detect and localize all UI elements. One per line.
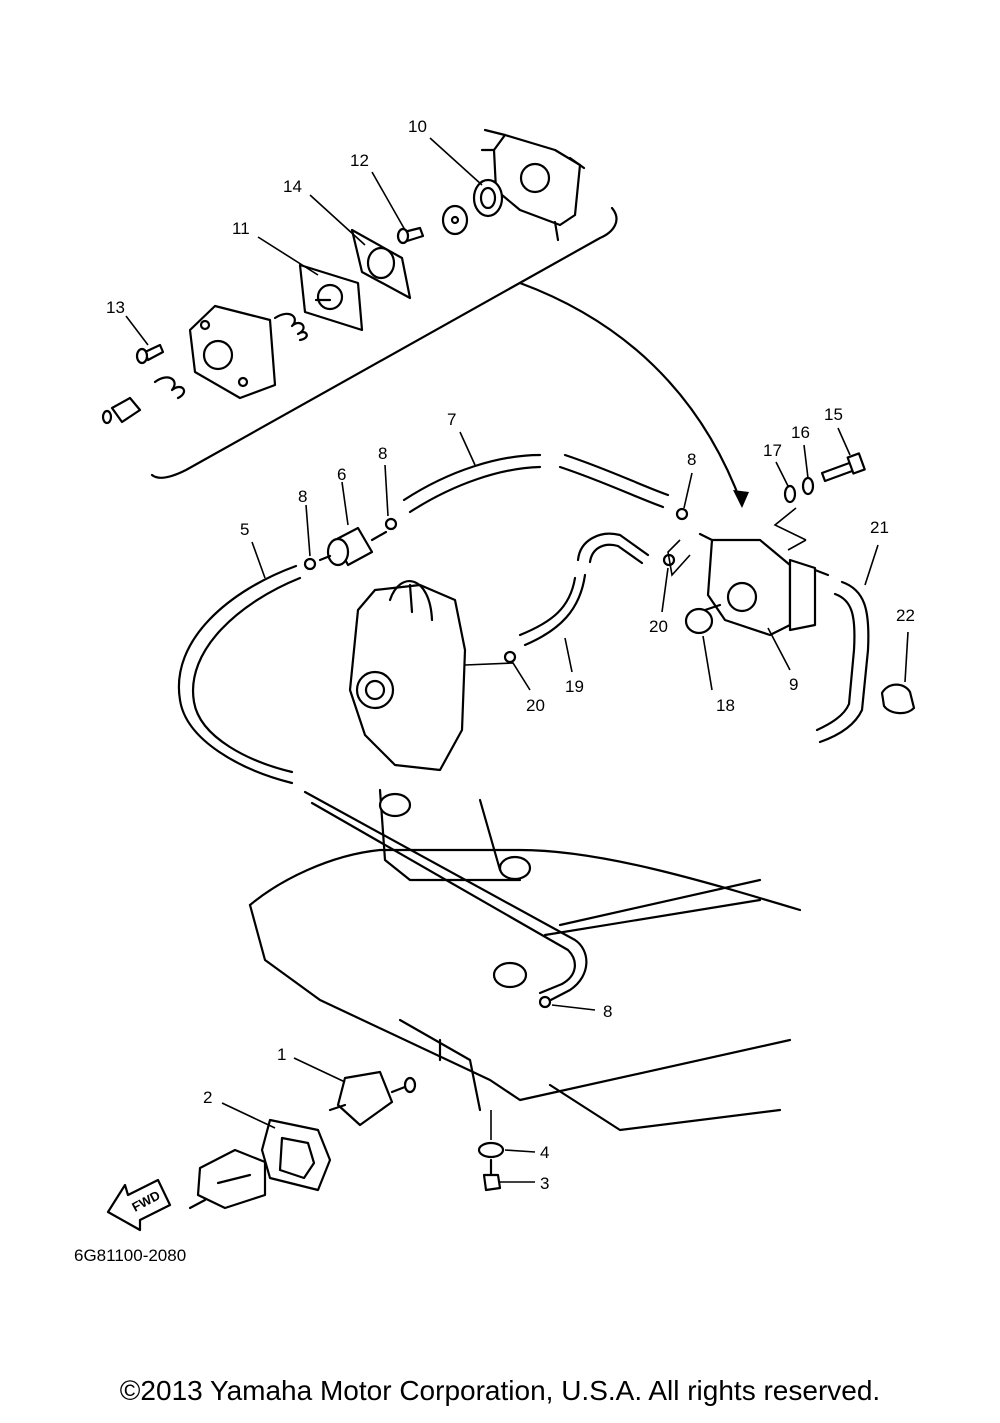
screw-13-part	[135, 343, 165, 365]
leader-lines	[125, 137, 909, 1183]
diaphragm-part	[472, 178, 504, 218]
fuel-filter-part	[318, 526, 388, 567]
hose-21	[815, 580, 870, 744]
callout-20a: 20	[649, 617, 668, 636]
carburetor-part	[348, 580, 467, 772]
callout-20b: 20	[526, 696, 545, 715]
copyright-footer: ©2013 Yamaha Motor Corporation, U.S.A. A…	[119, 1375, 881, 1406]
callout-19: 19	[565, 677, 584, 696]
callout-7: 7	[447, 410, 456, 429]
callout-2: 2	[203, 1088, 212, 1107]
callout-6: 6	[337, 465, 346, 484]
hose-5	[177, 564, 302, 785]
callout-22: 22	[896, 606, 915, 625]
washer-4-part	[477, 1141, 505, 1159]
fuel-joint-part	[328, 1070, 417, 1127]
callout-3: 3	[540, 1174, 549, 1193]
callout-9: 9	[789, 675, 798, 694]
fwd-arrow-icon: FWD	[106, 1178, 172, 1232]
callout-11: 11	[232, 219, 250, 238]
callout-4: 4	[540, 1143, 549, 1162]
bolt-3-part	[482, 1158, 502, 1192]
connector-part	[188, 1148, 267, 1210]
callout-12: 12	[350, 151, 369, 170]
callout-1: 1	[277, 1045, 286, 1064]
pump-cover-part	[480, 128, 586, 242]
callout-10: 10	[408, 117, 427, 136]
diaphragm-11-part	[298, 263, 364, 332]
valve-part	[441, 204, 469, 236]
callout-8d: 8	[603, 1002, 612, 1021]
callout-14: 14	[283, 177, 302, 196]
hose-7	[402, 453, 670, 514]
callout-17: 17	[763, 441, 782, 460]
screw-12-part	[396, 226, 425, 245]
bolt-15	[820, 452, 866, 483]
callout-labels: 1 2 3 4 5 6 7 8 8 8 8 9 10 11 12 13 14 1…	[106, 117, 915, 1193]
callout-18: 18	[716, 696, 735, 715]
callout-8b: 8	[378, 444, 387, 463]
callout-5: 5	[240, 520, 249, 539]
callout-16: 16	[791, 423, 810, 442]
spring-small-part	[153, 376, 186, 400]
callout-8c: 8	[687, 450, 696, 469]
callout-13: 13	[106, 298, 125, 317]
clips	[303, 507, 689, 1009]
hose-long	[303, 790, 588, 1005]
gasket-2-part	[260, 1118, 332, 1192]
spring-part	[273, 312, 308, 342]
lower-housing-part	[248, 788, 802, 1132]
part-code: 6G81100-2080	[74, 1246, 186, 1265]
fuel-pump-part	[698, 532, 830, 637]
callout-15: 15	[824, 405, 843, 424]
gasket-14-part	[350, 228, 412, 300]
hose-19	[518, 532, 650, 647]
pump-base-part	[188, 304, 277, 400]
detail-frame	[150, 206, 749, 508]
clamp-22	[880, 683, 916, 715]
washers	[783, 476, 815, 504]
o-ring-18	[684, 607, 714, 635]
check-valve-part	[101, 396, 142, 425]
callout-8a: 8	[298, 487, 307, 506]
callout-21: 21	[870, 518, 889, 537]
